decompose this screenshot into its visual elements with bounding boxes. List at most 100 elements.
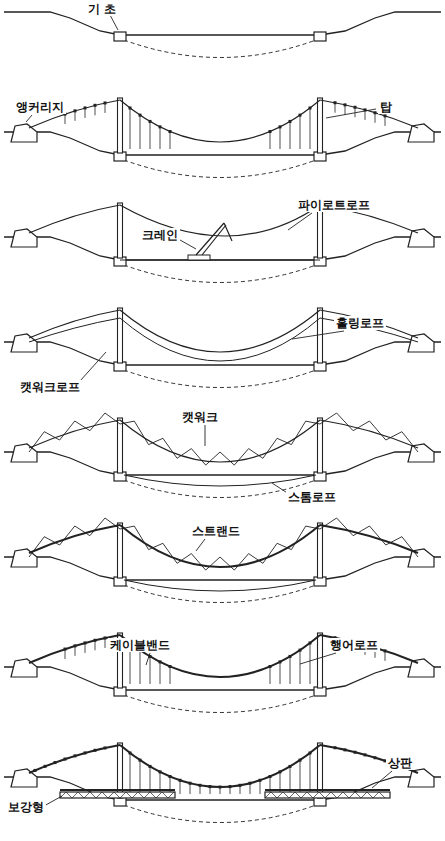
cable-band-mark	[249, 782, 252, 785]
cable-band-mark	[104, 636, 107, 639]
cable-band-mark	[364, 753, 367, 756]
ground-line	[4, 557, 441, 580]
leader-line	[80, 352, 106, 381]
hanger-rope	[270, 777, 271, 795]
ground-line	[4, 667, 441, 690]
hanger-rope	[270, 132, 271, 150]
hanger-rope	[170, 132, 171, 150]
leader-line	[326, 109, 376, 118]
hanger-rope	[290, 656, 291, 684]
cable-band-mark	[34, 769, 37, 772]
cable-band-mark	[209, 785, 212, 788]
cable-band-mark	[289, 655, 292, 658]
cable-band-mark	[74, 644, 77, 647]
leader-line	[300, 653, 336, 664]
leader-line	[288, 213, 312, 230]
cable-band-mark	[334, 101, 337, 104]
crane-arm	[196, 223, 232, 255]
cable-band-mark	[269, 775, 272, 778]
cable-band-mark	[139, 114, 142, 117]
cable-band-mark	[299, 649, 302, 652]
tower	[318, 308, 323, 363]
ground-line	[4, 132, 441, 155]
main-cable	[320, 310, 418, 338]
leader-line	[146, 653, 150, 665]
cable-band-mark	[64, 648, 67, 651]
cable-band-mark	[374, 111, 377, 114]
hanger-rope	[130, 108, 131, 149]
part-label: 스트랜드	[190, 524, 242, 538]
part-label: 홀링로프	[334, 316, 386, 330]
anchorage-block	[408, 659, 434, 677]
cable-band-mark	[289, 765, 292, 768]
catwalk-truss	[320, 413, 418, 452]
cable-band-mark	[54, 761, 57, 764]
cable-band-mark	[94, 104, 97, 107]
anchorage-block	[408, 229, 434, 247]
hanger-rope	[310, 108, 311, 149]
cable-band-mark	[229, 785, 232, 788]
part-label: 케이블밴드	[108, 638, 172, 652]
cable-band-mark	[94, 639, 97, 642]
hanger-rope	[140, 760, 141, 794]
cable-band-mark	[44, 765, 47, 768]
tower	[318, 633, 323, 688]
cable-band-mark	[74, 109, 77, 112]
anchorage-block	[408, 769, 434, 787]
part-label: 파이로트로프	[296, 198, 372, 212]
cable-band-mark	[384, 649, 387, 652]
cable-band-mark	[84, 106, 87, 109]
hanger-rope	[160, 127, 161, 149]
tower	[118, 308, 123, 363]
leader-line	[196, 539, 205, 551]
hanger-rope	[300, 115, 301, 149]
tower	[118, 523, 123, 578]
cable-band-mark	[129, 751, 132, 754]
leader-line	[26, 115, 32, 122]
main-cable	[29, 745, 120, 773]
catwalk-truss	[320, 518, 418, 557]
storm-rope	[124, 580, 316, 591]
girder-truss	[265, 792, 385, 798]
stiffening-girder	[265, 792, 390, 798]
hanger-rope	[180, 780, 181, 794]
catwalk-truss	[29, 413, 120, 452]
cable-band-mark	[309, 751, 312, 754]
part-label: 앵커리지	[14, 100, 66, 114]
ground-line	[4, 12, 441, 35]
leader-line	[110, 15, 118, 30]
water-line	[120, 260, 320, 261]
cable-band-mark	[289, 120, 292, 123]
cable-band-mark	[104, 101, 107, 104]
part-label: 크레인	[140, 228, 180, 242]
cable-band-mark	[269, 665, 272, 668]
anchorage-block	[408, 124, 434, 142]
cable-band-mark	[344, 748, 347, 751]
hanger-rope	[150, 121, 151, 149]
tower	[318, 418, 323, 473]
cable-band-mark	[84, 751, 87, 754]
cable-band-mark	[219, 786, 222, 789]
cable-band-mark	[299, 759, 302, 762]
cable-band-mark	[159, 125, 162, 128]
cable-band-mark	[279, 125, 282, 128]
hanger-rope	[290, 121, 291, 149]
tower	[318, 98, 323, 153]
main-cable	[29, 635, 120, 663]
cable-band-mark	[94, 749, 97, 752]
main-cable	[120, 525, 320, 567]
part-label: 기 초	[86, 2, 118, 16]
hanger-rope	[260, 780, 261, 794]
cable-band-mark	[104, 746, 107, 749]
ground-line	[4, 777, 441, 800]
pilot-rope	[29, 205, 120, 233]
cable-band-mark	[309, 641, 312, 644]
part-label: 캣워크	[180, 410, 220, 424]
ground-line	[4, 342, 441, 365]
hanger-rope	[250, 783, 251, 794]
deck-slab	[265, 789, 390, 791]
cable-band-mark	[189, 782, 192, 785]
hanger-rope	[310, 643, 311, 684]
main-cable	[320, 745, 418, 773]
